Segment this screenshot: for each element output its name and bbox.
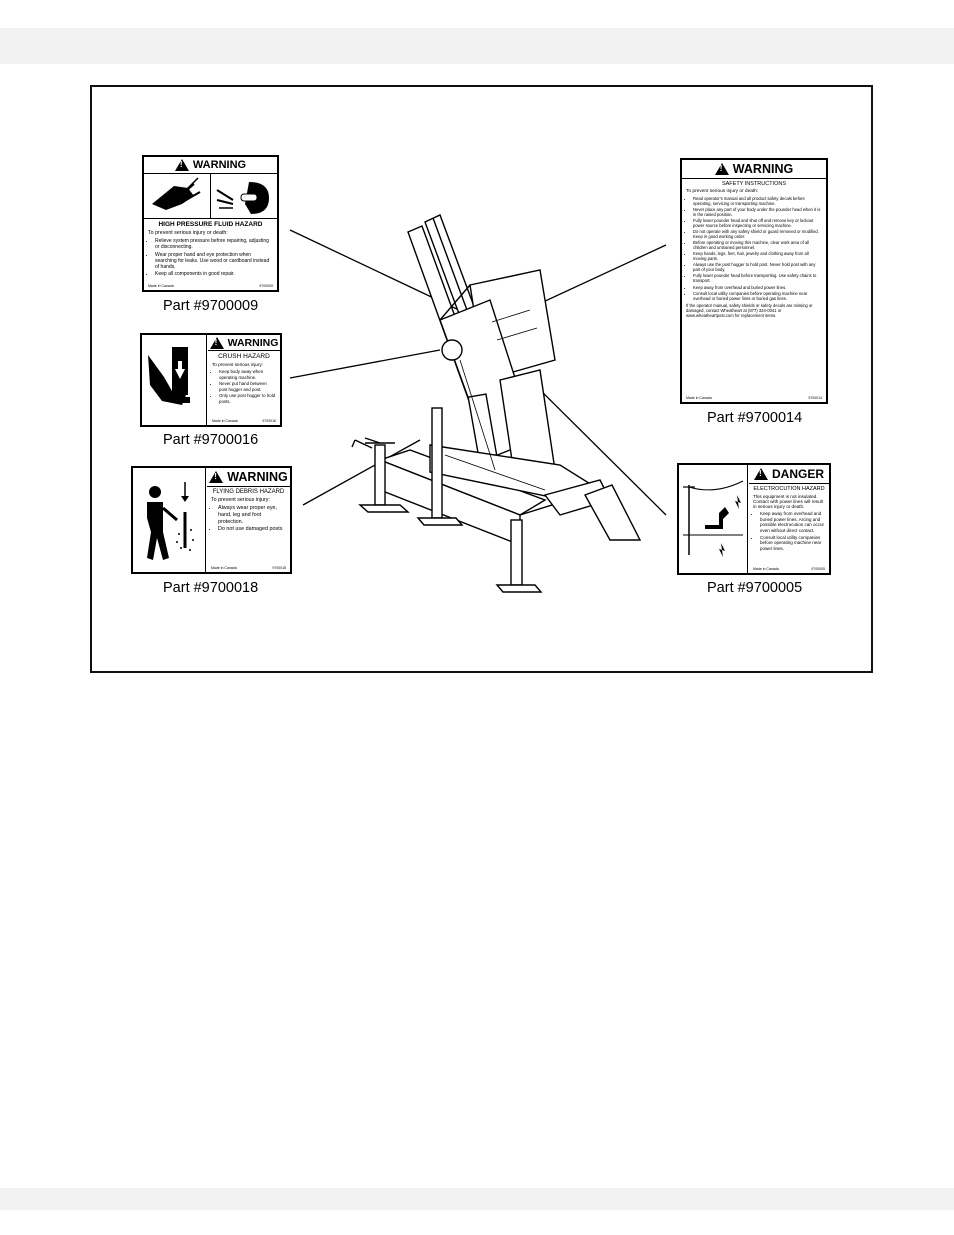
- powerline-icon: [679, 465, 748, 573]
- footer-made-in: Made in Canada: [148, 284, 174, 288]
- intro-text: To prevent serious injury:: [207, 496, 290, 504]
- part-label-9700016: Part #9700016: [163, 432, 258, 448]
- part-label-9700009: Part #9700009: [163, 298, 258, 314]
- bullet-item: Keep all components in good repair.: [155, 271, 273, 277]
- warning-triangle-icon: [210, 337, 224, 349]
- bullet-item: Fully lower pounder head and shut off an…: [693, 218, 822, 228]
- bullet-item: Consult local utility companies before o…: [693, 291, 822, 301]
- bullet-item: Keep hands, legs, feet, hair, jewelry an…: [693, 251, 822, 261]
- hand-jet-icon: [144, 174, 211, 218]
- warning-triangle-icon: [209, 471, 223, 483]
- machine-body: [352, 215, 640, 592]
- bullet-list: Keep body away when operating machine. N…: [208, 369, 280, 404]
- bullet-item: Keep away from overhead and buried power…: [760, 511, 825, 534]
- footer-code: 9700005: [811, 567, 825, 571]
- bullet-item: Keep body away when operating machine.: [219, 369, 276, 380]
- decal-header: DANGER: [749, 465, 829, 484]
- decal-header: WARNING: [682, 160, 826, 179]
- bullet-list: Relieve system pressure before repairing…: [144, 238, 277, 278]
- signal-word: WARNING: [227, 470, 287, 484]
- decal-9700009: WARNING HIGH PRESSURE FLUID HAZARD To pr…: [142, 155, 279, 292]
- warning-triangle-icon: [175, 159, 189, 171]
- signal-word: WARNING: [228, 337, 279, 349]
- intro-text: To prevent serious injury or death:: [144, 229, 277, 237]
- decal-9700018: WARNING FLYING DEBRIS HAZARD To prevent …: [131, 466, 292, 574]
- hazard-title: FLYING DEBRIS HAZARD: [207, 487, 290, 496]
- bullet-item: Never put hand between post hugger and p…: [219, 381, 276, 392]
- hazard-title: CRUSH HAZARD: [208, 351, 280, 361]
- danger-triangle-icon: [754, 468, 768, 480]
- intro-text: To prevent serious injury:: [208, 361, 280, 368]
- bullet-item: Only use post hugger to hold posts.: [219, 393, 276, 404]
- crush-hand-icon: [142, 335, 207, 425]
- decal-header: WARNING: [208, 335, 280, 351]
- bullet-item: Always use the post hugger to hold post.…: [693, 262, 822, 272]
- part-label-9700005: Part #9700005: [707, 580, 802, 596]
- signal-word: WARNING: [193, 159, 246, 171]
- bullet-item: Relieve system pressure before repairing…: [155, 238, 273, 251]
- hazard-title: ELECTROCUTION HAZARD: [749, 484, 829, 493]
- signal-word: WARNING: [733, 162, 793, 176]
- hazard-title: SAFETY INSTRUCTIONS: [682, 179, 826, 188]
- pictogram-row: [144, 174, 277, 219]
- bullet-item: Read operator's manual and all product s…: [693, 196, 822, 206]
- bullet-item: Do not operate with any safety shield or…: [693, 229, 822, 239]
- footer-code: 9700018: [272, 566, 286, 570]
- bullet-list: Keep away from overhead and buried power…: [749, 511, 829, 551]
- part-label-9700018: Part #9700018: [163, 580, 258, 596]
- footer-code: 9700014: [808, 396, 822, 400]
- bullet-list: Always wear proper eye, hand, leg and fo…: [207, 505, 290, 533]
- footer-made-in: Made in Canada: [211, 566, 237, 570]
- bullet-item: Never place any part of your body under …: [693, 207, 822, 217]
- bullet-item: Consult local utility companies before o…: [760, 535, 825, 552]
- bullet-item: Keep away from overhead and buried power…: [693, 285, 822, 290]
- decal-header: WARNING: [144, 157, 277, 174]
- bullet-item: Wear proper hand and eye protection when…: [155, 252, 273, 271]
- decal-9700016: WARNING CRUSH HAZARD To prevent serious …: [140, 333, 282, 427]
- goggles-icon: [211, 174, 277, 218]
- footer-made-in: Made in Canada: [212, 419, 238, 423]
- warning-triangle-icon: [715, 163, 729, 175]
- decal-header: WARNING: [207, 468, 290, 487]
- bullet-item: Before operating or moving this machine,…: [693, 240, 822, 250]
- flying-debris-person-icon: [133, 468, 206, 572]
- footer-code: 9700016: [262, 419, 276, 423]
- intro-text: To prevent serious injury or death:: [682, 188, 826, 195]
- part-label-9700014: Part #9700014: [707, 410, 802, 426]
- closing-text: If the operator manual, safety shields o…: [682, 302, 826, 319]
- intro-text: This equipment is not insulated. Contact…: [749, 493, 829, 510]
- bullet-list: Read operator's manual and all product s…: [682, 196, 826, 301]
- footer-made-in: Made in Canada: [686, 396, 712, 400]
- hazard-title: HIGH PRESSURE FLUID HAZARD: [144, 219, 277, 229]
- footer-made-in: Made in Canada: [753, 567, 779, 571]
- footer-code: 9700009: [259, 284, 273, 288]
- decal-9700005: DANGER ELECTROCUTION HAZARD This equipme…: [677, 463, 831, 575]
- bullet-item: Always wear proper eye, hand, leg and fo…: [218, 505, 286, 525]
- signal-word: DANGER: [772, 467, 824, 481]
- decal-9700014: WARNING SAFETY INSTRUCTIONS To prevent s…: [680, 158, 828, 404]
- bullet-item: Fully lower pounder head before transpor…: [693, 273, 822, 283]
- bullet-item: Do not use damaged posts: [218, 526, 286, 533]
